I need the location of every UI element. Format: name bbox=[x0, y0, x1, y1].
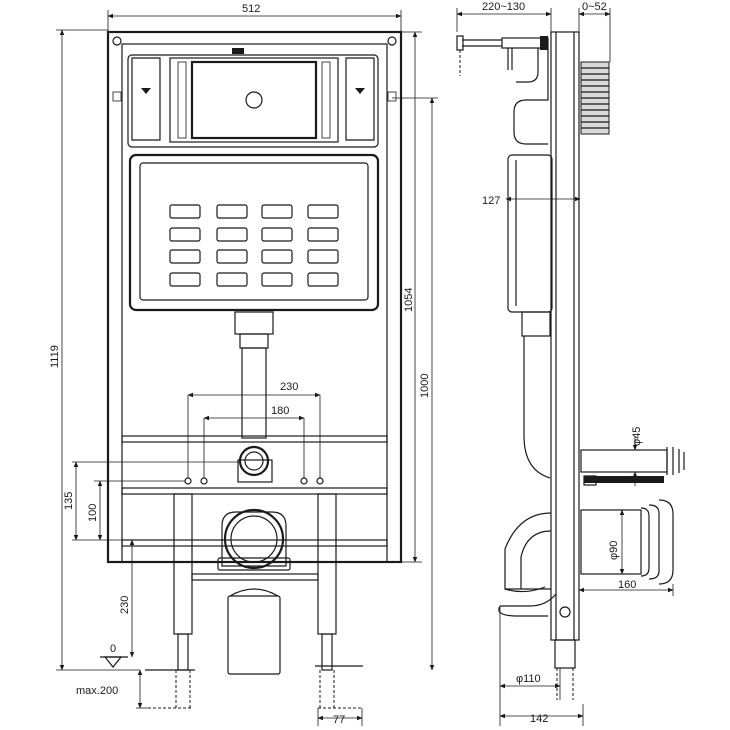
side-dimensions bbox=[456, 8, 674, 726]
drain-outlet bbox=[217, 508, 291, 571]
legs bbox=[145, 493, 363, 675]
dim-leg-230: 230 bbox=[119, 596, 131, 614]
drain-bend bbox=[498, 512, 557, 617]
dim-height-1000: 1000 bbox=[419, 374, 431, 398]
dim-spacing-180: 180 bbox=[271, 405, 289, 417]
side-view: 220~130 0~52 127 φ45 φ90 160 φ110 142 bbox=[456, 1, 685, 726]
service-opening bbox=[112, 54, 397, 148]
dim-depth-142: 142 bbox=[530, 713, 548, 725]
side-frame bbox=[550, 31, 580, 700]
dim-width-512: 512 bbox=[242, 3, 260, 15]
dim-height-135: 135 bbox=[63, 492, 75, 510]
dim-offset-0-52: 0~52 bbox=[582, 1, 607, 13]
dim-height-1054: 1054 bbox=[403, 288, 415, 312]
flush-pipe bbox=[234, 311, 274, 439]
foot-extensions bbox=[148, 670, 362, 709]
dim-height-100: 100 bbox=[87, 504, 99, 522]
dim-spacing-230: 230 bbox=[280, 381, 298, 393]
dim-depth-127: 127 bbox=[482, 195, 500, 207]
cistern bbox=[128, 153, 380, 312]
dim-max-200: max.200 bbox=[76, 685, 118, 697]
outlet-connector bbox=[580, 499, 674, 585]
cistern-grid bbox=[169, 204, 339, 287]
dim-length-160: 160 bbox=[618, 579, 636, 591]
dim-diameter-45: φ45 bbox=[631, 427, 643, 446]
ribbed-panel bbox=[580, 61, 610, 135]
actuator-rod bbox=[456, 35, 549, 76]
floor-level-0: 0 bbox=[110, 643, 116, 655]
water-inlet bbox=[237, 445, 273, 483]
dim-depth-220-130: 220~130 bbox=[482, 1, 525, 13]
dim-diameter-110: φ110 bbox=[516, 673, 541, 685]
cistern-side bbox=[507, 48, 553, 479]
mounting-holes bbox=[184, 477, 324, 485]
water-pipe bbox=[580, 447, 685, 486]
cross-bars bbox=[121, 435, 388, 547]
dim-height-1119: 1119 bbox=[49, 345, 61, 368]
dim-diameter-90: φ90 bbox=[608, 541, 620, 560]
front-view: 512 1119 1054 1000 230 180 135 100 230 0… bbox=[49, 3, 438, 726]
front-dimensions bbox=[56, 10, 438, 726]
dim-foot-77: 77 bbox=[333, 714, 345, 726]
floor-symbol bbox=[100, 656, 128, 668]
